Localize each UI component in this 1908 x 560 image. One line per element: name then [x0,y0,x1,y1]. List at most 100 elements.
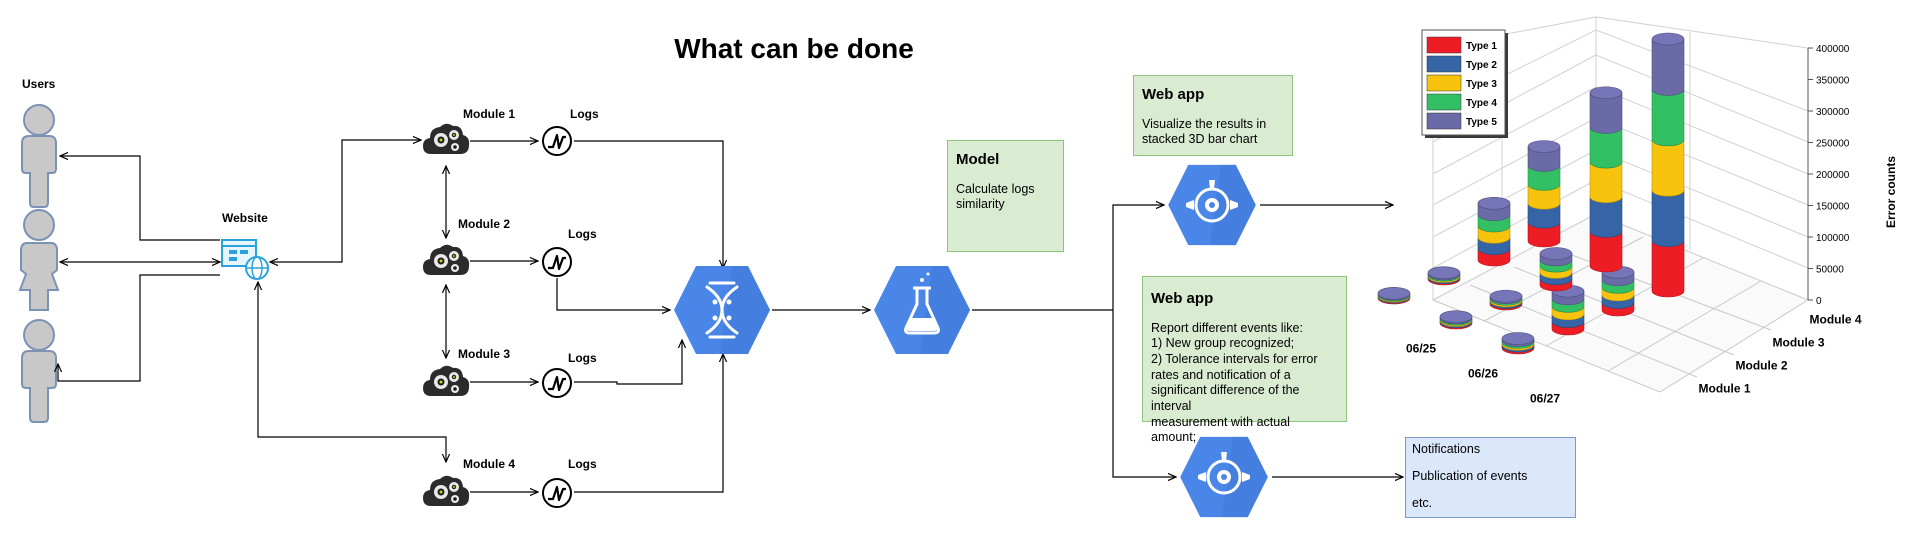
legend-label: Type 5 [1466,117,1497,128]
module-log-connectors [470,141,538,492]
app-engine-icon[interactable] [1168,164,1256,246]
stacked-bar [1551,284,1585,336]
bar-top [1539,247,1573,260]
webapp-report-box: Web app Report different events like: 1)… [1142,276,1347,444]
bar-top [1477,197,1511,210]
legend-label: Type 2 [1466,60,1497,71]
chart-back-walls [1432,16,1809,301]
user-website-connectors [58,156,220,382]
legend-swatch [1426,112,1462,130]
model-line: Calculate logs [956,181,1035,196]
module-label: Module 2 [458,217,510,231]
bar-top [1427,266,1461,280]
legend-swatch [1426,55,1462,73]
bar-top [1527,140,1561,153]
model-line: similarity [956,197,1005,212]
webapp-line: Visualize the results in [1142,116,1267,131]
stacked-bar [1489,289,1523,311]
legend-swatch [1426,93,1462,111]
bar-segment [1651,190,1685,247]
legend-swatch [1426,74,1462,92]
gear-cloud-icon [423,123,470,154]
log-icon [541,125,573,157]
notifications-line: Publication of events [1412,469,1528,483]
z-tick-label: 350000 [1816,76,1850,87]
gear-cloud-icon [423,365,470,396]
model-box: Model Calculate logs similarity [947,140,1064,252]
bar-segment [1651,38,1685,96]
stacked-bar [1527,140,1561,248]
stacked-bar [1651,32,1685,298]
module-label: Module 3 [458,347,510,361]
webapp-line: measurement with actual amount; [1151,414,1290,445]
y-tick-label: Module 1 [1699,382,1751,396]
logs-label: Logs [568,351,597,365]
logs-label: Logs [570,107,599,121]
webapp-line: 1) New group recognized; [1151,336,1295,351]
chart-bars [1377,32,1685,355]
app-engine-icon[interactable] [1180,436,1268,518]
page-title: What can be done [674,33,914,64]
z-tick-label: 300000 [1816,107,1850,118]
bar-segment [1651,139,1685,197]
user-icon [21,104,57,208]
webapp-line: stacked 3D bar chart [1142,132,1258,147]
stacked-bar [1539,247,1573,292]
x-tick-label: 06/27 [1530,392,1560,406]
flask-icon[interactable] [874,266,970,354]
bar-segment [1651,240,1685,298]
y-axis-labels: Module 1 Module 2 Module 3 Module 4 [1699,313,1862,396]
stacked-3d-bar-chart: 0500001000001500002000002500003000003500… [1377,16,1898,406]
notifications-line: etc. [1412,496,1433,510]
webapp-heading: Web app [1142,86,1205,103]
users-label: Users [22,77,56,91]
z-axis-ticks: 0500001000001500002000002500003000003500… [1808,44,1850,307]
logs-label: Logs [568,457,597,471]
webapp-heading: Web app [1151,290,1214,307]
stacked-bar [1477,197,1511,267]
model-heading: Model [956,151,1000,168]
module-label: Module 4 [463,457,515,471]
dataflow-icon[interactable] [674,266,770,354]
z-axis-label: Error counts [1884,156,1898,228]
bar-top [1489,289,1523,303]
log-icon [541,367,573,399]
gear-cloud-icon [423,244,470,275]
x-tick-label: 06/25 [1406,342,1436,356]
webapp-line: 2) Tolerance intervals for error [1151,352,1318,366]
user-icon [21,319,57,423]
module-3: Module 3 Logs [423,347,597,399]
bar-top [1439,310,1473,324]
website-icon[interactable] [221,239,269,280]
logs-label: Logs [568,227,597,241]
log-icon [541,246,573,278]
legend-swatch [1426,36,1462,54]
module-1: Module 1 Logs [423,107,599,157]
z-tick-label: 100000 [1816,233,1850,244]
stacked-bar [1427,266,1461,286]
z-tick-label: 250000 [1816,139,1850,150]
bar-top [1651,32,1685,46]
legend-label: Type 1 [1466,41,1497,52]
y-tick-label: Module 2 [1736,359,1788,373]
legend-label: Type 4 [1466,98,1497,109]
website-module-connectors [258,140,446,462]
notifications-line: Notifications [1412,442,1481,456]
ml-webapp-connectors [972,205,1403,477]
webapp-line: rates and notification of a [1151,367,1291,382]
x-tick-label: 06/26 [1468,367,1498,381]
module-label: Module 1 [463,107,515,121]
y-tick-label: Module 4 [1810,313,1862,327]
z-tick-label: 0 [1816,296,1822,307]
webapp-line: Report different events like: [1151,320,1303,335]
z-tick-label: 50000 [1816,265,1844,276]
log-icon [541,477,573,509]
stacked-bar [1589,86,1623,273]
user-icon [19,209,59,311]
y-tick-label: Module 3 [1773,336,1825,350]
module-2: Module 2 Logs [423,217,597,278]
z-tick-label: 150000 [1816,202,1850,213]
notifications-box: Notifications Publication of events etc. [1405,437,1576,518]
